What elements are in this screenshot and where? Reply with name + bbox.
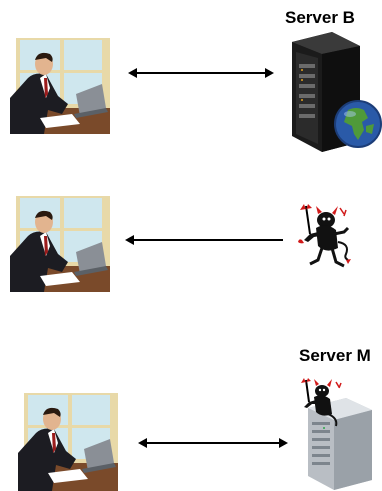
server-m-label: Server M xyxy=(299,346,371,365)
bidirectional-arrow xyxy=(138,438,288,448)
bidirectional-arrow xyxy=(128,68,274,78)
devil-icon xyxy=(298,204,351,268)
devil-icon xyxy=(301,378,342,427)
businessman-at-laptop-icon xyxy=(10,196,110,292)
globe-icon xyxy=(334,100,382,148)
businessman-at-laptop-icon xyxy=(10,38,110,134)
left-arrow xyxy=(125,235,283,245)
server-b-label: Server B xyxy=(285,8,355,27)
businessman-at-laptop-icon xyxy=(18,393,118,491)
